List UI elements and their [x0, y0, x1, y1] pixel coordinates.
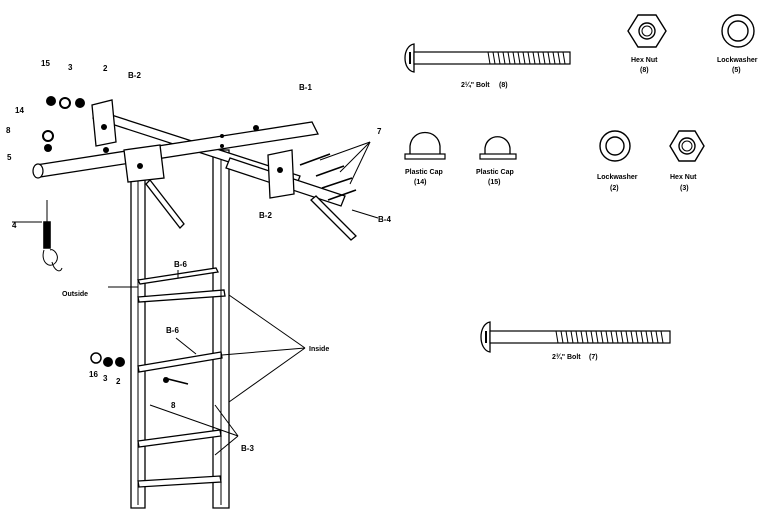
callout-b6-mid: B-6 — [166, 326, 179, 335]
callout-b1: B-1 — [299, 83, 312, 92]
callout-14: 14 — [15, 106, 24, 115]
callout-7: 7 — [377, 127, 382, 136]
part-hex-nut-b-qty: (3) — [680, 185, 689, 192]
bolt-icon — [480, 321, 671, 353]
callout-2-top: 2 — [103, 64, 108, 73]
callout-2-low: 2 — [116, 377, 121, 386]
callout-4: 4 — [12, 221, 17, 230]
callout-outside: Outside — [62, 291, 88, 298]
part-bolt-short-qty: (8) — [499, 82, 508, 89]
callout-b3: B-3 — [241, 444, 254, 453]
plastic-cap-icon — [404, 131, 446, 160]
part-bolt-long-name: 2¾" Bolt — [552, 353, 581, 361]
part-bolt-long-qty: (7) — [589, 354, 598, 361]
callout-3-top: 3 — [68, 63, 73, 72]
part-hex-nut-a-name: Hex Nut — [631, 57, 658, 64]
callout-b2-mid: B-2 — [259, 211, 272, 220]
part-lockwasher-a-name: Lockwasher — [717, 57, 758, 64]
part-lockwasher-b-name: Lockwasher — [597, 174, 638, 181]
callout-8-low: 8 — [171, 401, 176, 410]
callout-3-low: 3 — [103, 374, 108, 383]
callout-8-left: 8 — [6, 126, 11, 135]
part-hex-nut-b-name: Hex Nut — [670, 174, 697, 181]
plastic-cap-icon — [479, 136, 517, 160]
callout-b4: B-4 — [378, 215, 391, 224]
part-plastic-cap-b-qty: (15) — [488, 179, 500, 186]
part-hex-nut-a-qty: (8) — [640, 67, 649, 74]
callout-inside: Inside — [309, 346, 329, 353]
lockwasher-icon — [721, 14, 755, 48]
part-plastic-cap-a-name: Plastic Cap — [405, 169, 443, 176]
hex-nut-icon — [669, 130, 705, 162]
callout-b2-top: B-2 — [128, 71, 141, 80]
callout-15-top: 15 — [41, 59, 50, 68]
bolt-icon — [404, 43, 571, 73]
part-plastic-cap-b-name: Plastic Cap — [476, 169, 514, 176]
callout-16: 16 — [89, 370, 98, 379]
part-lockwasher-b-qty: (2) — [610, 185, 619, 192]
lockwasher-icon — [599, 130, 631, 162]
callout-b6-top: B-6 — [174, 260, 187, 269]
callout-5: 5 — [7, 153, 12, 162]
part-lockwasher-a-qty: (5) — [732, 67, 741, 74]
part-bolt-short-name: 2¼" Bolt — [461, 81, 490, 89]
ladder-assembly-icon — [12, 96, 379, 509]
hex-nut-icon — [627, 14, 667, 48]
part-plastic-cap-a-qty: (14) — [414, 179, 426, 186]
